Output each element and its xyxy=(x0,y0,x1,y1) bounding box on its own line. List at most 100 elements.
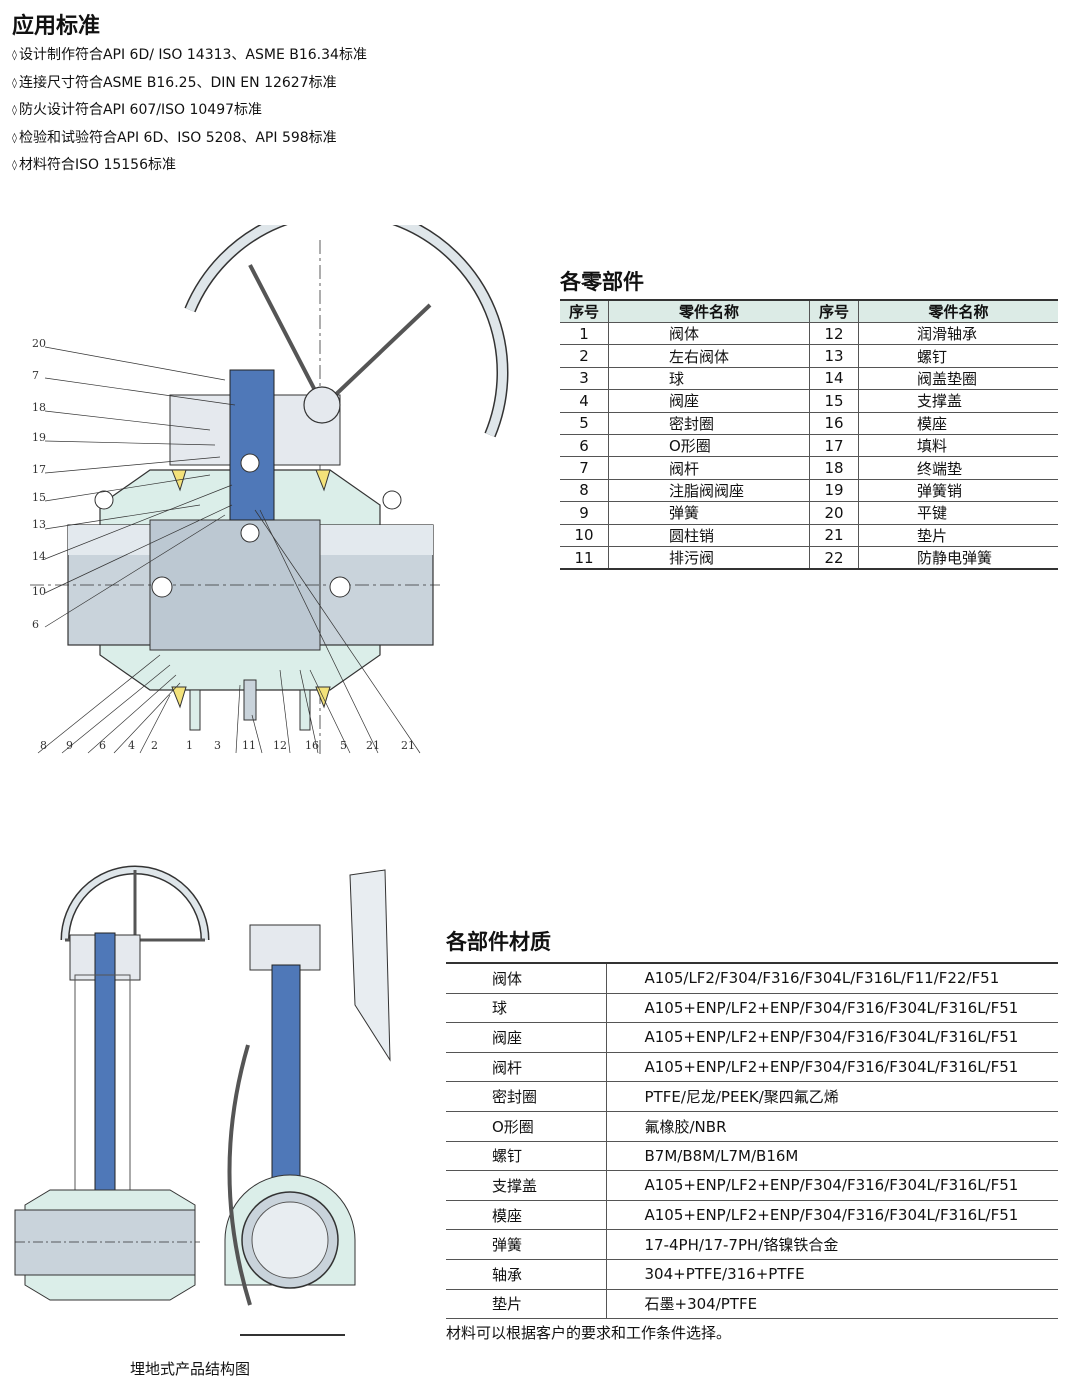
material-value-cell: A105/LF2/F304/F316/F304L/F316L/F11/F22/F… xyxy=(606,961,1058,994)
part-name-cell: 弹簧 xyxy=(608,501,810,525)
material-part-cell: 弹簧 xyxy=(446,1229,607,1260)
callout-label: 21 xyxy=(401,739,415,752)
material-part-cell: O形圈 xyxy=(446,1111,607,1142)
part-name-cell: 填料 xyxy=(858,434,1058,458)
callout-label: 4 xyxy=(128,739,135,752)
part-name-cell: 弹簧销 xyxy=(858,479,1058,503)
part-number-cell: 9 xyxy=(560,501,609,525)
material-part-cell: 阀体 xyxy=(446,961,607,994)
part-name-cell: 防静电弹簧 xyxy=(858,546,1058,571)
callout-label: 6 xyxy=(99,739,106,752)
part-number-cell: 6 xyxy=(560,434,609,458)
part-number-cell: 11 xyxy=(560,546,609,571)
material-value-cell: 17-4PH/17-7PH/铬镍铁合金 xyxy=(606,1229,1058,1260)
part-number-cell: 20 xyxy=(809,501,859,525)
callout-label: 9 xyxy=(66,739,73,752)
parts-header-row: 序号 零件名称 序号 零件名称 xyxy=(560,299,1058,323)
part-number-cell: 17 xyxy=(809,434,859,458)
part-number-cell: 14 xyxy=(809,367,859,391)
callout-label: 19 xyxy=(32,431,46,444)
standard-item: 检验和试验符合API 6D、ISO 5208、API 598标准 xyxy=(12,125,367,153)
callout-label: 14 xyxy=(32,550,46,563)
header-cell: 序号 xyxy=(809,299,859,323)
part-number-cell: 16 xyxy=(809,412,859,435)
callout-label: 3 xyxy=(214,739,221,752)
material-row: 垫片石墨+304/PTFE xyxy=(446,1289,1058,1320)
part-name-cell: 支撑盖 xyxy=(858,389,1058,413)
materials-note: 材料可以根据客户的要求和工作条件选择。 xyxy=(446,1324,732,1342)
header-cell: 序号 xyxy=(560,299,609,323)
material-part-cell: 螺钉 xyxy=(446,1141,607,1172)
parts-title: 各零部件 xyxy=(560,270,644,294)
part-name-cell: 密封圈 xyxy=(608,412,810,435)
part-name-cell: 螺钉 xyxy=(858,344,1058,368)
callout-label: 13 xyxy=(32,518,46,531)
part-number-cell: 10 xyxy=(560,524,609,547)
materials-title: 各部件材质 xyxy=(446,930,551,954)
material-value-cell: PTFE/尼龙/PEEK/聚四氟乙烯 xyxy=(606,1081,1058,1112)
standard-item: 材料符合ISO 15156标准 xyxy=(12,152,367,180)
buried-type-caption: 埋地式产品结构图 xyxy=(130,1360,251,1378)
part-number-cell: 21 xyxy=(809,524,859,547)
part-name-cell: 球 xyxy=(608,367,810,391)
part-name-cell: O形圈 xyxy=(608,434,810,458)
part-number-cell: 19 xyxy=(809,479,859,503)
material-value-cell: B7M/B8M/L7M/B16M xyxy=(606,1141,1058,1172)
standards-title: 应用标准 xyxy=(12,14,101,39)
header-cell: 零件名称 xyxy=(858,299,1058,323)
part-number-cell: 1 xyxy=(560,322,609,346)
part-name-cell: 阀体 xyxy=(608,322,810,346)
material-part-cell: 垫片 xyxy=(446,1289,607,1320)
part-number-cell: 7 xyxy=(560,456,609,480)
callout-label: 1 xyxy=(186,739,193,752)
material-row: O形圈氟橡胶/NBR xyxy=(446,1111,1058,1142)
material-part-cell: 支撑盖 xyxy=(446,1170,607,1201)
callout-label: 6 xyxy=(32,618,39,631)
part-name-cell: 平键 xyxy=(858,501,1058,525)
callout-label: 10 xyxy=(32,585,46,598)
material-value-cell: A105+ENP/LF2+ENP/F304/F316/F304L/F316L/F… xyxy=(606,1200,1058,1231)
part-name-cell: 阀杆 xyxy=(608,456,810,480)
part-number-cell: 3 xyxy=(560,367,609,391)
valve-section-drawing xyxy=(30,225,509,755)
part-name-cell: 圆柱销 xyxy=(608,524,810,547)
header-cell: 零件名称 xyxy=(608,299,810,323)
part-name-cell: 排污阀 xyxy=(608,546,810,571)
standard-item: 设计制作符合API 6D/ ISO 14313、ASME B16.34标准 xyxy=(12,42,367,70)
callout-label: 2 xyxy=(151,739,158,752)
callout-label: 5 xyxy=(340,739,347,752)
material-value-cell: 石墨+304/PTFE xyxy=(606,1289,1058,1320)
part-number-cell: 12 xyxy=(809,322,859,346)
part-name-cell: 终端垫 xyxy=(858,456,1058,480)
part-number-cell: 15 xyxy=(809,389,859,413)
part-number-cell: 22 xyxy=(809,546,859,571)
callout-label: 12 xyxy=(273,739,287,752)
part-number-cell: 4 xyxy=(560,389,609,413)
material-part-cell: 密封圈 xyxy=(446,1081,607,1112)
material-value-cell: A105+ENP/LF2+ENP/F304/F316/F304L/F316L/F… xyxy=(606,993,1058,1024)
part-name-cell: 垫片 xyxy=(858,524,1058,547)
material-part-cell: 轴承 xyxy=(446,1259,607,1290)
part-name-cell: 润滑轴承 xyxy=(858,322,1058,346)
material-part-cell: 阀座 xyxy=(446,1022,607,1053)
part-number-cell: 5 xyxy=(560,412,609,435)
material-part-cell: 模座 xyxy=(446,1200,607,1231)
